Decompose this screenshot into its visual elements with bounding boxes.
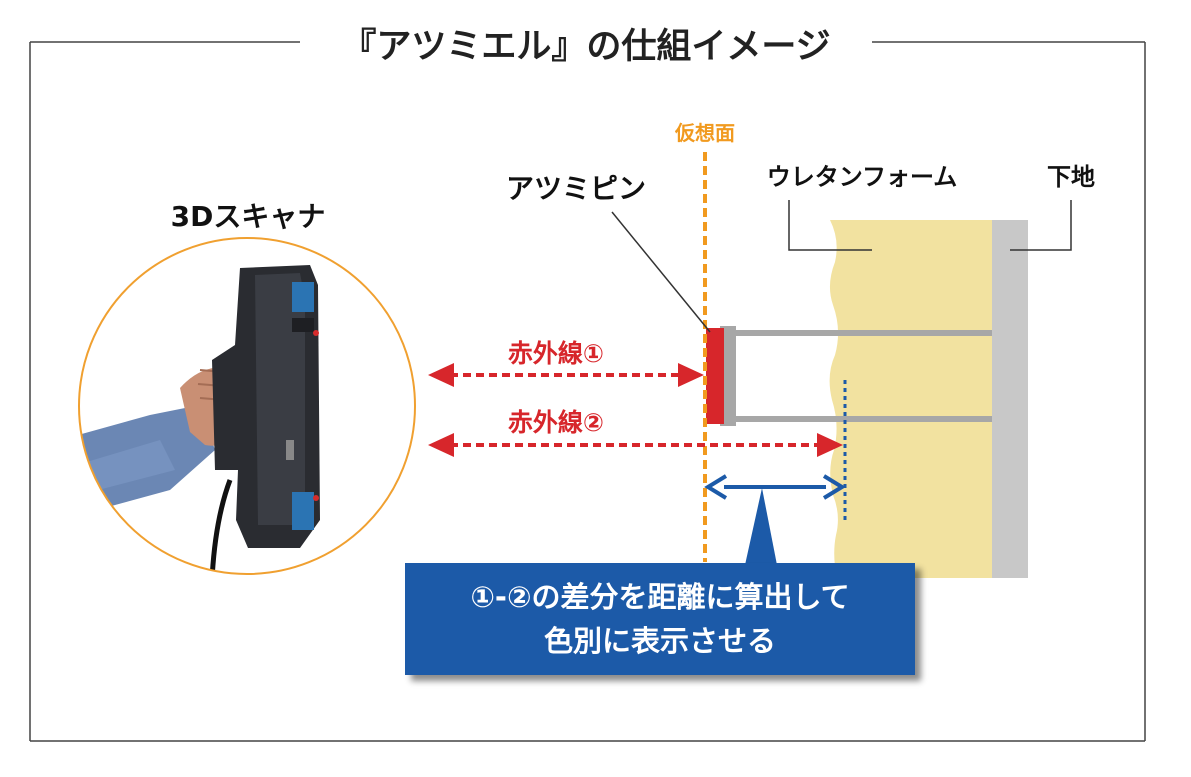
substrate-leader [1010, 200, 1072, 251]
callout-line-1: ①-②の差分を距離に算出して [470, 580, 850, 614]
virtual-plane-label: 仮想面 [674, 121, 735, 145]
infrared-arrow-2 [428, 433, 843, 457]
scanner-photo [78, 237, 416, 575]
infrared-arrow-1 [428, 363, 704, 387]
atsumi-pin-leader [611, 211, 711, 333]
explanation-callout: ①-②の差分を距離に算出して 色別に表示させる [405, 563, 915, 675]
page-title: 『アツミエル』の仕組イメージ [341, 27, 830, 67]
atsumi-pin-label: アツミピン [506, 172, 646, 205]
atsumi-pin [706, 326, 992, 426]
urethane-foam-leader [788, 200, 872, 251]
scanner-label: 3Dスキャナ [171, 200, 326, 233]
difference-arrow [704, 474, 846, 565]
callout-line-2: 色別に表示させる [543, 624, 776, 658]
outer-frame [29, 41, 1146, 742]
substrate-label: 下地 [1047, 163, 1095, 191]
urethane-foam-label: ウレタンフォーム [767, 163, 958, 191]
infrared-2-label: 赤外線② [508, 408, 604, 437]
infrared-1-label: 赤外線① [508, 339, 604, 368]
substrate-wall [992, 220, 1028, 578]
urethane-foam-block [829, 220, 992, 578]
